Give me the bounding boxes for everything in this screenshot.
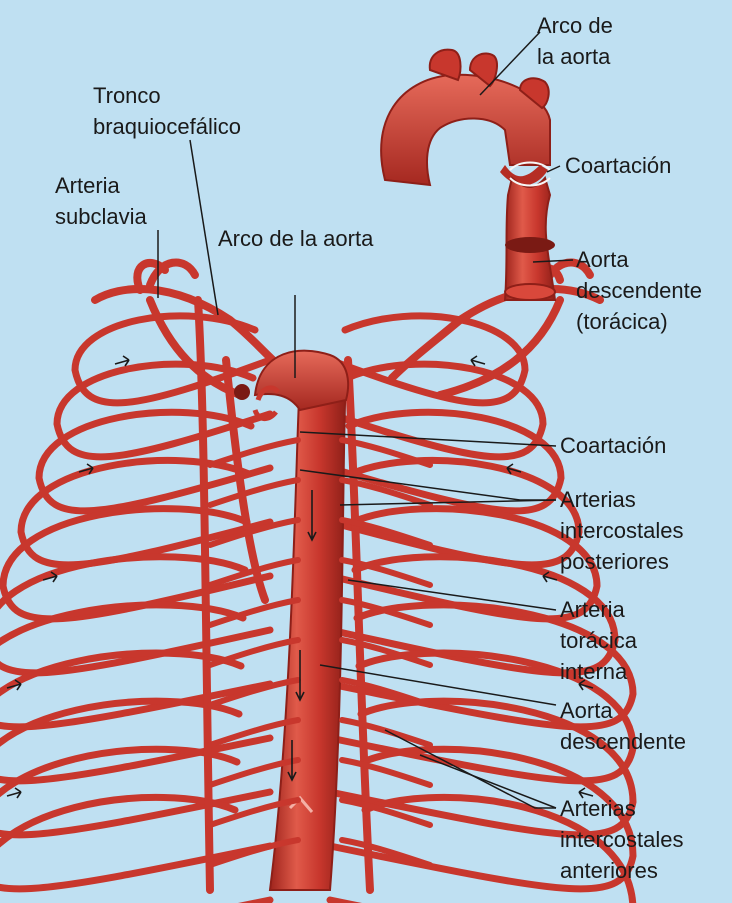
rib-artery (330, 316, 525, 403)
flow-arrow (471, 356, 485, 366)
label-main-aortic-arch: Arco de la aorta (218, 223, 373, 254)
label-inset-coarctation: Coartación (565, 150, 671, 181)
descending-aorta (270, 380, 346, 890)
posterior-intercostal-branch (342, 760, 430, 785)
flow-arrow (115, 356, 129, 366)
posterior-intercostal-branch (210, 440, 298, 465)
label-coarctation: Coartación (560, 430, 666, 461)
inset-aortic-arch (381, 50, 555, 300)
